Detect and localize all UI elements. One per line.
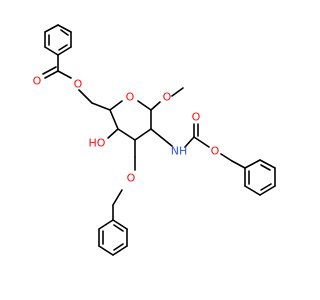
bond xyxy=(109,109,119,130)
bonds xyxy=(42,24,276,256)
bond xyxy=(42,66,57,75)
bond xyxy=(244,159,261,169)
bond xyxy=(107,128,119,139)
bond xyxy=(260,183,272,191)
bond xyxy=(78,89,93,104)
bond xyxy=(231,160,246,169)
ester-carbonyl-oxygen: O xyxy=(33,75,42,88)
molecule-diagram: O O O O HO O NH O O xyxy=(32,24,276,256)
bond xyxy=(112,189,123,206)
methoxy-oxygen: O xyxy=(163,91,172,104)
amide-nh: NH xyxy=(171,145,188,158)
hydroxyl-group: HO xyxy=(89,137,106,150)
bond xyxy=(259,185,276,196)
bond xyxy=(134,128,152,141)
bond xyxy=(184,136,195,148)
atom-labels: O O O O HO O NH O O xyxy=(33,75,220,185)
bond xyxy=(220,153,233,162)
bond xyxy=(150,128,173,147)
bond xyxy=(60,29,69,36)
bond xyxy=(113,243,124,251)
carbamate-carbonyl-oxygen: O xyxy=(192,111,201,124)
bond xyxy=(259,159,276,169)
bond xyxy=(44,24,59,33)
bond xyxy=(150,101,161,111)
bond xyxy=(109,100,123,111)
bond xyxy=(57,46,72,56)
ester-oxygen: O xyxy=(74,78,83,91)
bond xyxy=(44,46,59,56)
bond xyxy=(44,70,59,79)
bond xyxy=(117,128,136,141)
bond xyxy=(98,245,114,256)
bond xyxy=(193,136,210,148)
carbamate-oxygen: O xyxy=(211,145,220,158)
bond xyxy=(260,164,271,171)
molecule-structure: O O O O HO O NH O O xyxy=(33,24,276,256)
bond xyxy=(91,102,111,111)
bond xyxy=(57,70,72,79)
benzyl-ether-oxygen: O xyxy=(127,172,136,185)
bond xyxy=(137,100,152,111)
bond xyxy=(58,44,68,51)
bond xyxy=(98,219,114,230)
bond xyxy=(112,219,128,230)
bond xyxy=(57,24,72,33)
ring-oxygen: O xyxy=(126,91,135,104)
bond xyxy=(171,87,184,97)
bond xyxy=(113,224,124,232)
bond xyxy=(112,245,128,256)
bond xyxy=(244,185,261,196)
